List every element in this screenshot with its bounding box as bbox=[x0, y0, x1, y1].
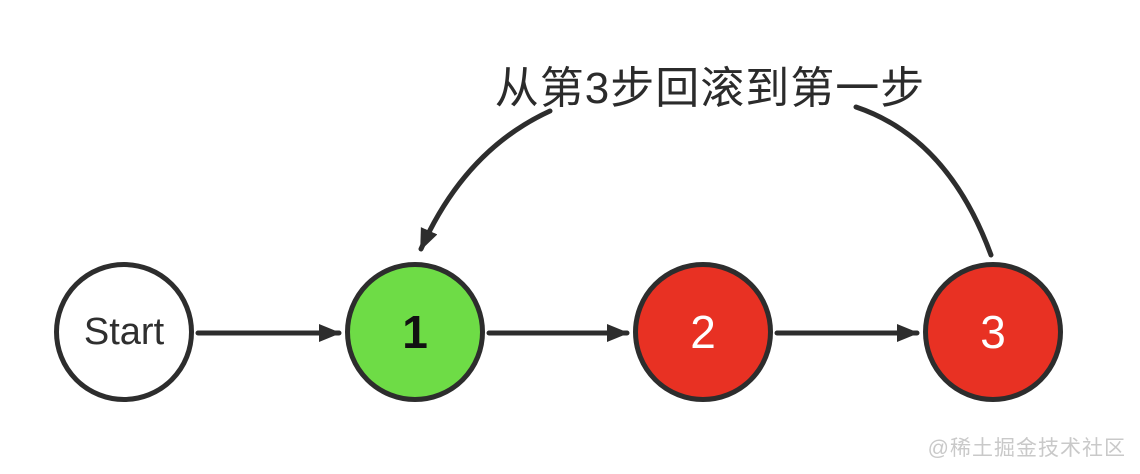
node-step-2-label: 2 bbox=[690, 306, 716, 358]
node-step-3-label: 3 bbox=[980, 306, 1006, 358]
edge-rollback-right-segment bbox=[853, 104, 994, 258]
edge-rollback-left-segment bbox=[418, 108, 553, 252]
node-start: Start bbox=[54, 262, 194, 402]
watermark: @稀土掘金技术社区 bbox=[927, 437, 1126, 460]
rollback-annotation: 从第3步回滚到第一步 bbox=[494, 64, 926, 113]
node-step-1: 1 bbox=[345, 262, 485, 402]
node-start-label: Start bbox=[83, 310, 165, 353]
node-step-2: 2 bbox=[633, 262, 773, 402]
node-step-3: 3 bbox=[923, 262, 1063, 402]
node-step-1-label: 1 bbox=[402, 306, 428, 358]
